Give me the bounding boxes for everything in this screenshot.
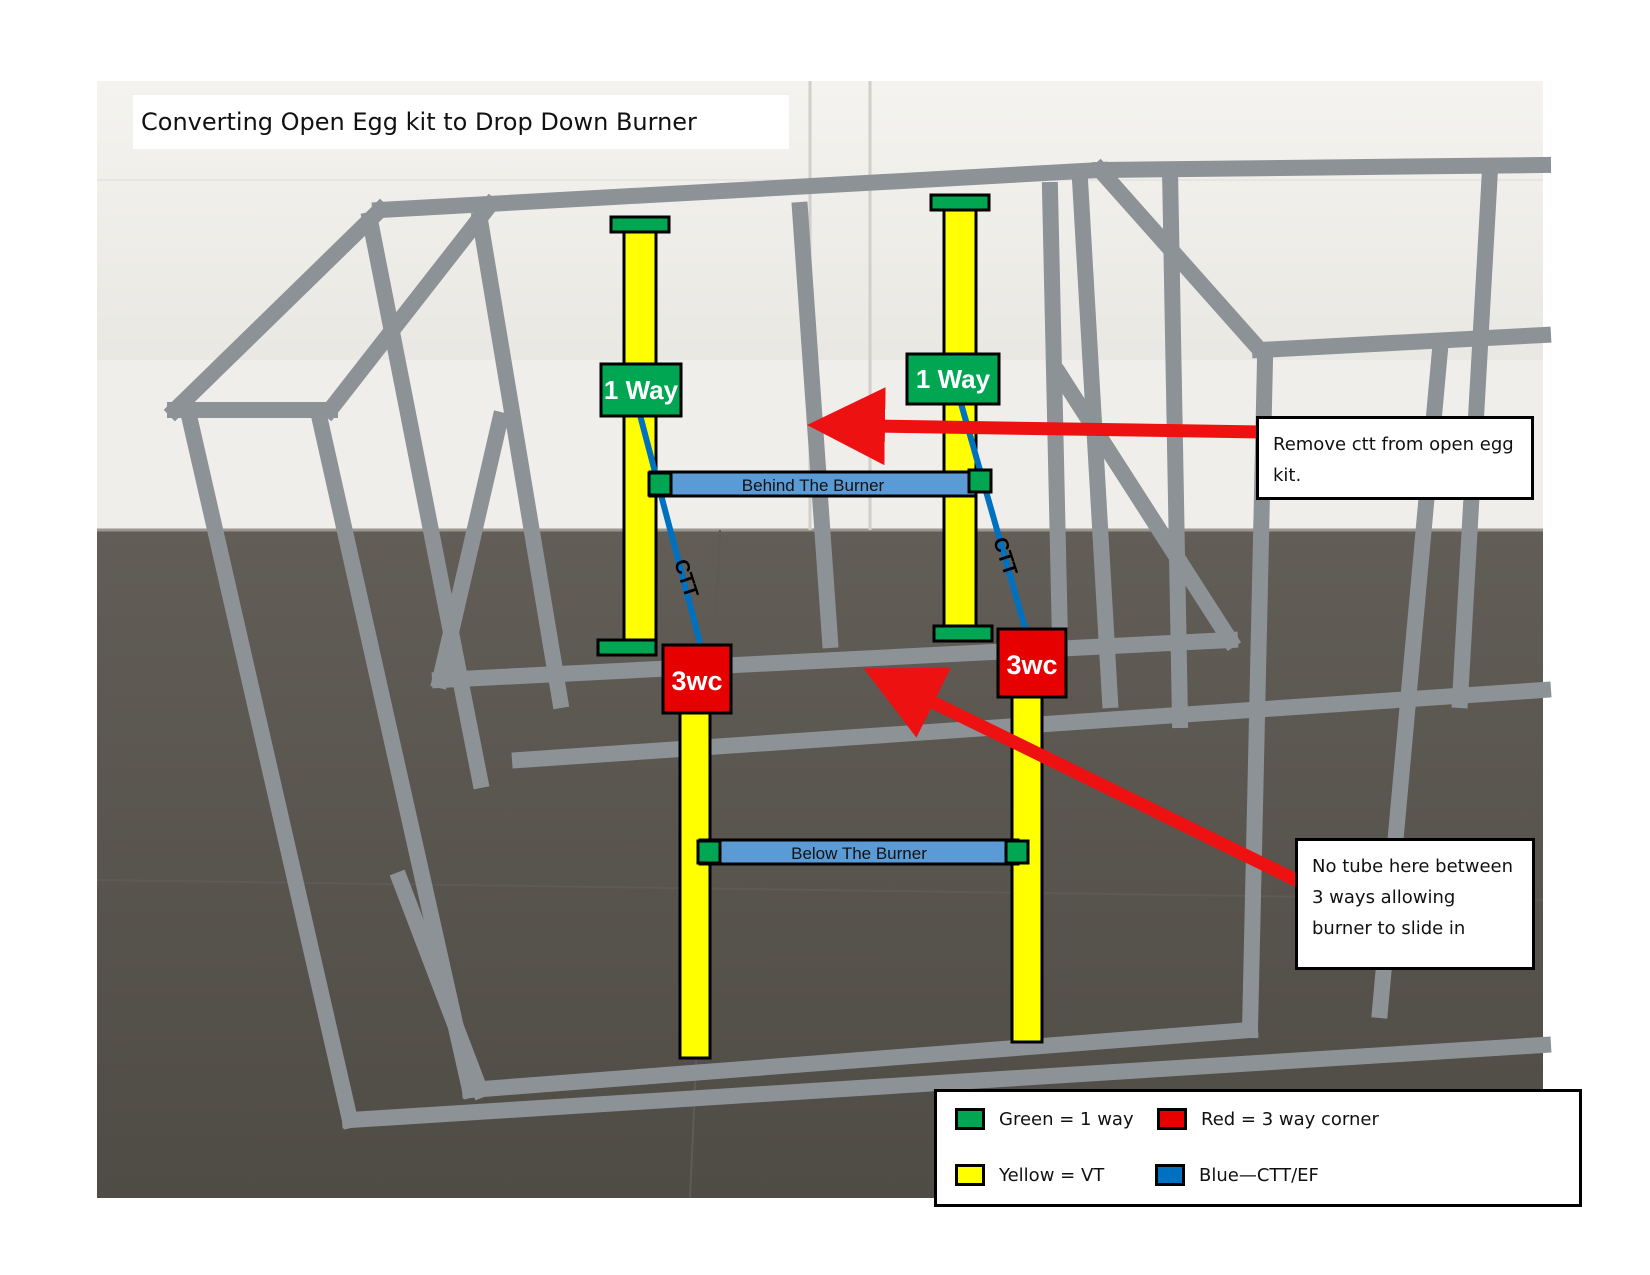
one-way-cap-bottom-left	[596, 638, 658, 657]
ctt-tubes	[637, 399, 1028, 644]
one-way-cap-top-left	[609, 215, 671, 234]
legend: Green = 1 way Red = 3 way corner Yellow …	[934, 1089, 1582, 1207]
legend-item-green: Green = 1 way	[955, 1108, 1134, 1130]
one-way-label-left: 1 Way	[599, 362, 683, 418]
legend-label-red: Red = 3 way corner	[1201, 1108, 1379, 1130]
legend-label-green: Green = 1 way	[999, 1108, 1134, 1130]
legend-swatch-blue	[1155, 1164, 1185, 1186]
vt-tube-left-lower	[678, 708, 712, 1060]
one-way-cap-bottom-right	[932, 624, 994, 643]
arrow-remove-ctt	[807, 387, 1263, 466]
one-way-cap-behind-left	[647, 471, 673, 497]
note-remove-ctt: Remove ctt from open egg kit.	[1256, 416, 1534, 500]
legend-item-yellow: Yellow = VT	[955, 1164, 1104, 1186]
legend-item-red: Red = 3 way corner	[1157, 1108, 1379, 1130]
one-way-cap-behind-right	[967, 468, 993, 494]
vt-tube-right-upper	[942, 205, 978, 633]
callout-arrows	[807, 387, 1305, 889]
one-way-cap-below-left	[696, 839, 722, 865]
legend-swatch-yellow	[955, 1164, 985, 1186]
vt-tube-left-upper	[622, 226, 658, 650]
legend-label-blue: Blue—CTT/EF	[1199, 1164, 1319, 1186]
ctt-tube-right	[957, 399, 1028, 629]
svg-text:1 Way: 1 Way	[916, 364, 991, 394]
one-way-caps	[596, 193, 1030, 865]
behind-burner-label: Behind The Burner	[742, 476, 885, 495]
photo-background	[96, 81, 1544, 1199]
arrow-no-tube	[863, 667, 1305, 889]
legend-swatch-green	[955, 1108, 985, 1130]
page-title: Converting Open Egg kit to Drop Down Bur…	[132, 94, 790, 150]
one-way-cap-top-right	[929, 193, 991, 212]
below-burner-label: Below The Burner	[791, 844, 927, 863]
one-way-label-right: 1 Way	[905, 352, 1001, 406]
three-wc-left: 3wc	[661, 643, 733, 715]
legend-item-blue: Blue—CTT/EF	[1155, 1164, 1319, 1186]
vertical-tubes	[622, 205, 1044, 1060]
one-way-cap-below-right	[1004, 839, 1030, 865]
note-no-tube: No tube here between 3 ways allowing bur…	[1295, 838, 1535, 970]
steel-frame	[163, 156, 1552, 1130]
ctt-tube-left	[637, 414, 703, 644]
three-wc-right: 3wc	[996, 627, 1068, 699]
ef-tubes	[648, 470, 1020, 866]
svg-text:3wc: 3wc	[671, 666, 722, 696]
legend-swatch-red	[1157, 1108, 1187, 1130]
svg-text:1 Way: 1 Way	[604, 375, 679, 405]
svg-text:3wc: 3wc	[1006, 650, 1057, 680]
legend-label-yellow: Yellow = VT	[999, 1164, 1105, 1186]
